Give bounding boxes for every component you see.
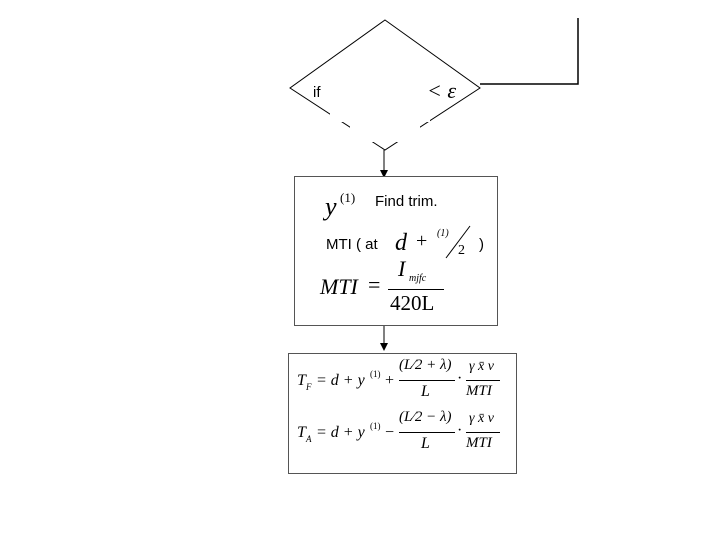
tf-mti-den: MTI [466,383,492,399]
d-symbol: d [395,230,407,256]
mti-close-paren: ) [479,236,484,253]
tf-frac-num: (L⁄2 + λ) [399,357,452,373]
decision-if-label: if [313,84,321,101]
y1-symbol: y [325,192,337,221]
mti-denominator: 420L [390,291,435,315]
ta-rhs: = d + y [316,424,365,441]
frac-denominator-2: 2 [458,243,465,258]
decision-epsilon: < ε [427,78,457,103]
tf-lhs: T [297,372,306,389]
trim-box [288,353,517,474]
ta-sup: (1) [370,421,381,431]
ta-frac-den: L [421,435,430,452]
mti-equals: = [368,272,381,297]
diamond-mask-lower [350,118,420,142]
find-trim-label: Find trim. [375,193,438,210]
tf-sup: (1) [370,369,381,379]
tf-gamma-num: γ x̄ v [469,359,494,374]
y1-superscript: (1) [340,190,356,205]
mti-fraction-bar [388,289,444,290]
ta-frac-num: (L⁄2 − λ) [399,409,452,425]
ta-gamma-num: γ x̄ v [469,411,494,426]
plus-sign: + [416,230,428,252]
mti-box [294,176,498,326]
tf-frac-den: L [421,383,430,400]
imjfc-subscript: mjfc [409,273,427,284]
tf-gamma-bar [466,380,500,381]
ta-mti-den: MTI [466,435,492,451]
tf-dot: · [457,370,463,387]
ta-sub: A [306,434,312,444]
imjfc-symbol: I [398,256,406,281]
ta-lhs: T [297,424,306,441]
y1-frac-numerator: (1) [437,228,449,239]
ta-gamma-bar [466,432,500,433]
mti-symbol: MTI [320,274,358,299]
ta-frac-bar [399,432,455,433]
arrow-to-box1-head [380,170,388,178]
loop-back-line [480,18,579,85]
ta-minus: − [385,424,395,441]
arrow-to-box2-head [380,343,388,351]
ta-dot: · [457,422,463,439]
tf-frac-bar [399,380,455,381]
tf-sub: F [306,382,312,392]
tf-plus: + [385,372,395,389]
mti-at-label: MTI ( at [326,236,378,253]
diamond-mask [330,70,430,122]
frac-slash [445,225,471,259]
tf-rhs: = d + y [316,372,365,389]
